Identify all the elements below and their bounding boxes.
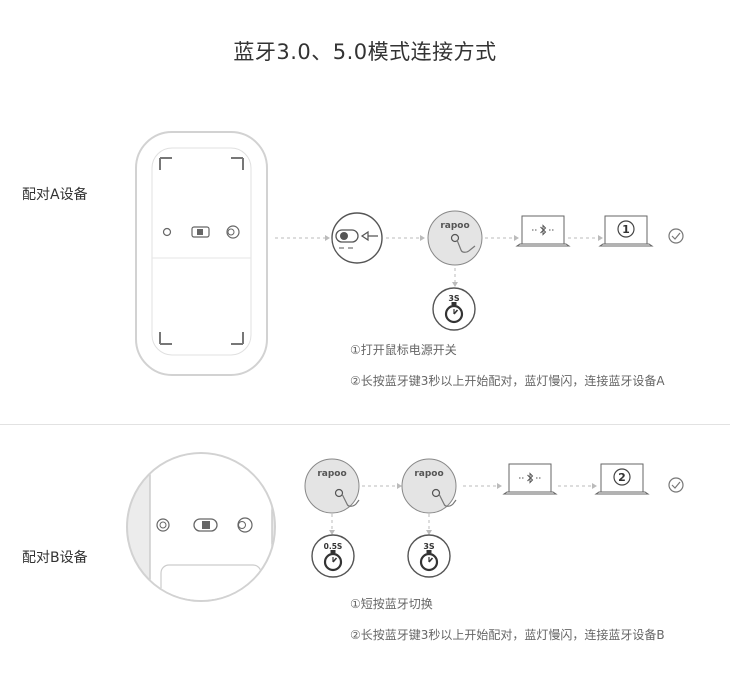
finger-icon — [341, 493, 360, 507]
brand-label: rapoo — [440, 221, 469, 231]
timer-label: 0.5S — [324, 542, 343, 551]
power-switch-icon — [193, 518, 218, 532]
check-icon — [668, 477, 684, 493]
power-switch-icon — [191, 226, 210, 238]
bluetooth-press-b-short: rapoo — [304, 458, 360, 514]
section-a-label: 配对A设备 — [22, 187, 88, 203]
page-title: 蓝牙3.0、5.0模式连接方式 — [233, 40, 497, 64]
bluetooth-press-b-long: rapoo — [401, 458, 457, 514]
flow-arrows-b — [331, 485, 592, 530]
finger-icon — [456, 239, 476, 253]
timer-3s-a: 3S — [432, 287, 476, 331]
mouse-zoom-view-b — [126, 452, 276, 602]
arrow-heads-a — [325, 235, 603, 287]
brand-label: rapoo — [414, 469, 443, 479]
step-b-1: ①短按蓝牙切换 — [350, 597, 433, 611]
timer-05s-b: 0.5S — [311, 534, 355, 578]
mouse-bottom-view-a — [135, 131, 268, 376]
bluetooth-button-icon — [450, 233, 460, 243]
step-a-2: ②长按蓝牙键3秒以上开始配对，蓝灯慢闪，连接蓝牙设备A — [350, 374, 665, 388]
device-number: 2 — [618, 471, 626, 484]
sensor-icon — [226, 225, 240, 239]
timer-label: 3S — [423, 542, 435, 551]
power-switch-zoom — [331, 212, 383, 264]
bluetooth-button-icon — [334, 488, 344, 498]
device-number: 1 — [622, 223, 630, 236]
bluetooth-button-icon — [156, 518, 170, 532]
laptop-device-a: 1 — [599, 215, 653, 247]
bluetooth-press-a: rapoo — [427, 210, 483, 266]
section-b-label: 配对B设备 — [22, 550, 88, 566]
bluetooth-button-icon — [162, 227, 172, 237]
bluetooth-button-icon — [431, 488, 441, 498]
laptop-bluetooth-b — [503, 463, 557, 495]
timer-label: 3S — [448, 294, 460, 303]
section-divider — [0, 424, 730, 425]
laptop-device-b: 2 — [595, 463, 649, 495]
finger-icon — [438, 493, 457, 507]
check-icon — [668, 228, 684, 244]
timer-3s-b: 3S — [407, 534, 451, 578]
laptop-bluetooth-a — [516, 215, 570, 247]
arrow-heads-b — [329, 483, 597, 535]
brand-label: rapoo — [317, 469, 346, 479]
flow-arrows-a — [275, 237, 598, 282]
step-a-1: ①打开鼠标电源开关 — [350, 343, 457, 357]
step-b-2: ②长按蓝牙键3秒以上开始配对，蓝灯慢闪，连接蓝牙设备B — [350, 628, 665, 642]
